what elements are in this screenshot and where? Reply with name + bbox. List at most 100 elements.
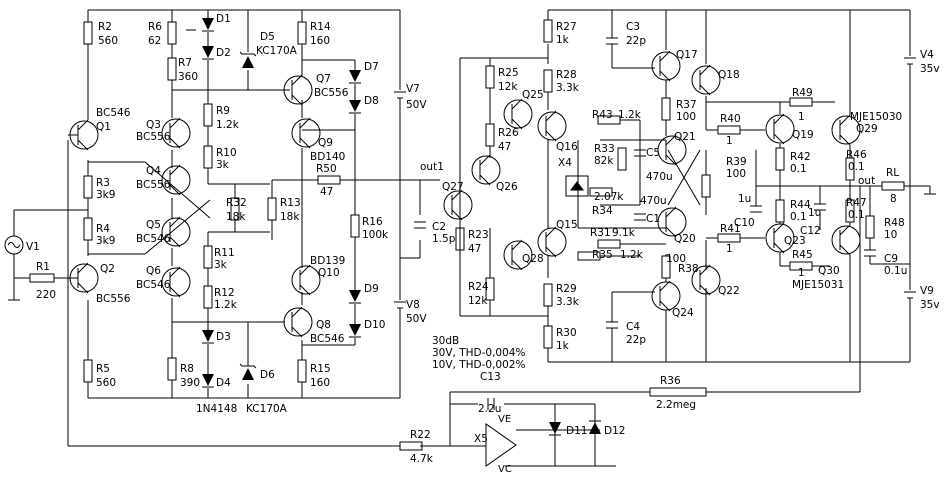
d1-symbol — [202, 18, 214, 32]
r31-value: 9.1k — [612, 227, 636, 239]
q9-ref: Q9 — [318, 137, 333, 149]
r49-body — [789, 97, 813, 107]
r6-body — [167, 21, 177, 45]
r14-value: 160 — [310, 35, 330, 47]
r47-value: 0.1 — [848, 209, 865, 221]
r9-value: 1.2k — [216, 119, 240, 131]
r43-body — [597, 115, 621, 125]
r11-body — [203, 245, 213, 269]
c3-value: 22p — [626, 35, 646, 47]
r48-value: 10 — [884, 229, 897, 241]
q10-part: BD139 — [310, 255, 345, 267]
r1-body — [29, 273, 55, 283]
sources — [4, 57, 936, 467]
v7-ref: V7 — [406, 83, 420, 95]
r26-body — [485, 123, 495, 147]
q29-ref: Q29 — [856, 123, 878, 135]
r3-ref: R3 — [96, 177, 110, 189]
q1-symbol — [68, 119, 99, 151]
q2-ref: Q2 — [100, 263, 115, 275]
q29-part: MJE15030 — [850, 111, 902, 123]
q30-ref: Q30 — [818, 265, 840, 277]
r6-value: 62 — [148, 35, 161, 47]
v4-battery — [904, 57, 916, 70]
v8-battery — [394, 301, 406, 314]
spec-note-10v: 10V, THD-0,002% — [432, 359, 525, 371]
r3-value: 3k9 — [96, 189, 115, 201]
q21-ref: Q21 — [674, 131, 696, 143]
q4-ref: Q4 — [146, 165, 161, 177]
q9-symbol — [291, 117, 321, 149]
r30-ref: R30 — [556, 327, 577, 339]
r4-body — [83, 217, 93, 241]
q9-part: BD140 — [310, 151, 345, 163]
r50-value: 47 — [320, 186, 333, 198]
r29-ref: R29 — [556, 283, 577, 295]
spec-note-gain: 30dB — [432, 335, 459, 347]
r12-body — [203, 285, 213, 309]
r27-body — [543, 19, 553, 43]
q7-ref: Q7 — [316, 73, 331, 85]
r29-body — [543, 283, 553, 307]
q5-symbol — [161, 216, 191, 248]
c3-ref: C3 — [626, 21, 640, 33]
v9-battery — [904, 291, 916, 304]
d8-symbol — [349, 100, 361, 114]
q15-symbol — [537, 226, 567, 258]
d5-part: KC170A — [256, 45, 298, 57]
q18-ref: Q18 — [718, 69, 740, 81]
q10-ref: Q10 — [318, 267, 340, 279]
r5-value: 560 — [96, 377, 116, 389]
rl-value: 8 — [890, 193, 897, 205]
r32-body — [230, 197, 240, 221]
q20-symbol — [657, 206, 687, 238]
d5-ref: D5 — [260, 31, 275, 43]
c4-ref: C4 — [626, 321, 640, 333]
c1-ref: C1 — [646, 213, 660, 225]
r25-value: 12k — [498, 81, 518, 93]
r33-value: 82k — [594, 155, 614, 167]
q23-symbol — [765, 222, 795, 254]
d11-symbol — [549, 422, 561, 436]
opamp-ve-label: VE — [498, 414, 511, 425]
r27-value: 1k — [556, 34, 570, 46]
rl-ref: RL — [886, 167, 899, 179]
c5-ref: C5 — [646, 147, 660, 159]
r16-value: 100k — [362, 229, 389, 241]
out-label: out — [858, 175, 875, 187]
r28-body — [543, 69, 553, 93]
q21-symbol — [657, 134, 687, 166]
r36-body — [649, 387, 707, 397]
r40-value: 1 — [726, 135, 733, 147]
q16-ref: Q16 — [556, 141, 578, 153]
r28-value: 3.3k — [556, 82, 580, 94]
r36-ref: R36 — [660, 375, 681, 387]
r40-body — [717, 125, 741, 135]
d6-symbol — [239, 363, 257, 380]
q3-symbol — [161, 117, 191, 149]
r14-ref: R14 — [310, 21, 331, 33]
r46-body — [845, 157, 855, 181]
d11-ref: D11 — [566, 425, 587, 437]
r11-value: 3k — [214, 259, 228, 271]
q28-symbol — [503, 239, 533, 271]
v4-value: 35v — [920, 63, 940, 75]
r36-value: 2.2meg — [656, 399, 696, 411]
q2-symbol — [69, 262, 99, 294]
r14-body — [297, 21, 307, 45]
r38-ref: R38 — [678, 263, 699, 275]
q1-part: BC546 — [96, 107, 131, 119]
r50-body — [317, 175, 341, 185]
c10-ref: C10 — [734, 217, 755, 229]
r2-ref: R2 — [98, 21, 112, 33]
r43-ref: R43 — [592, 109, 613, 121]
v8-ref: V8 — [406, 299, 420, 311]
r35-ref: R35 — [592, 249, 613, 261]
r39-ref: R39 — [726, 156, 747, 168]
q5-ref: Q5 — [146, 219, 161, 231]
r49-value: 1 — [798, 111, 805, 123]
r10-value: 3k — [216, 159, 230, 171]
d9-symbol — [349, 290, 361, 304]
r16-ref: R16 — [362, 216, 383, 228]
q15-ref: Q15 — [556, 219, 578, 231]
